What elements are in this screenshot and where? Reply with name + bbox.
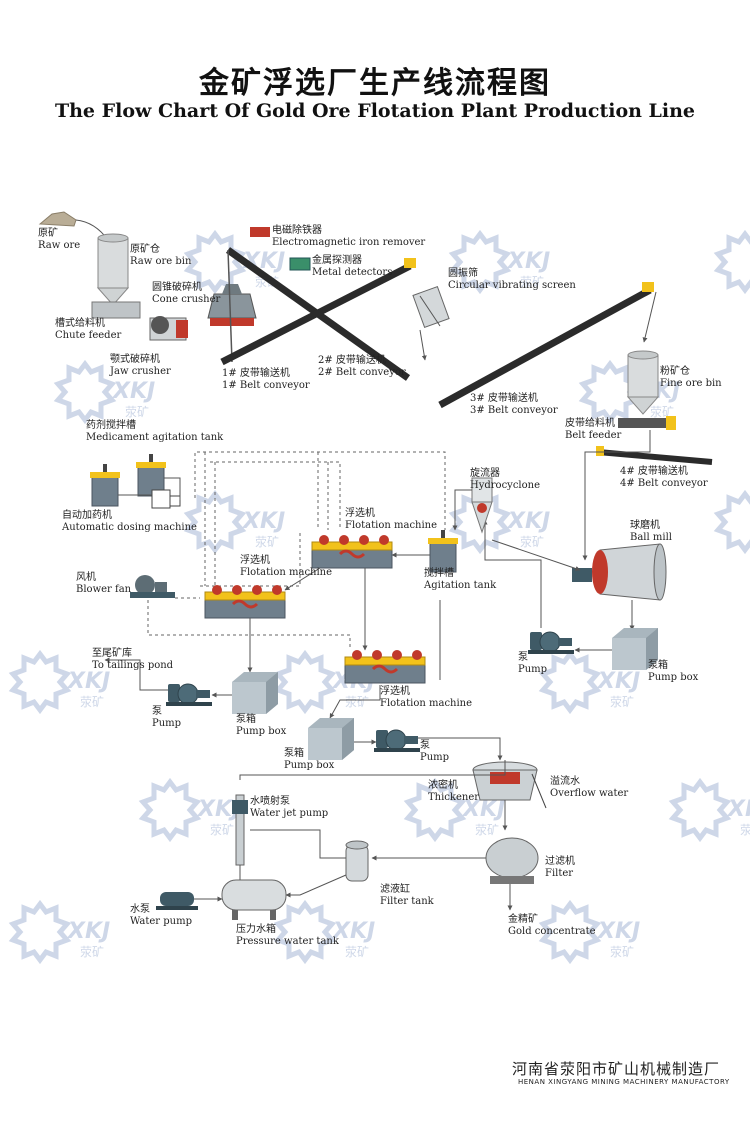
jaw-crusher: [149, 316, 188, 341]
cone-crusher: [207, 284, 257, 326]
page-title-en: The Flow Chart Of Gold Ore Flotation Pla…: [54, 100, 696, 122]
flotation-machine-left: [203, 583, 287, 620]
footer-company-en: HENAN XINGYANG MINING MACHINERY MANUFACT…: [518, 1078, 730, 1086]
pump-right: [527, 631, 575, 655]
footer-company-cn: 河南省荥阳市矿山机械制造厂: [512, 1060, 721, 1078]
reagent-lines: [147, 451, 446, 648]
hydrocyclone: [471, 477, 493, 534]
flotation-machine-bottom: [343, 648, 427, 685]
blower-fan: [130, 575, 175, 598]
automatic-dosing-machine: [151, 489, 181, 509]
iron-remover: [250, 227, 270, 237]
chute-feeder: [91, 301, 141, 319]
fine-ore-bin: [626, 350, 660, 415]
water-jet-pump: [232, 794, 248, 866]
water-pump: [156, 892, 198, 910]
filter: [485, 837, 539, 884]
raw-ore-pile: [38, 211, 77, 227]
belt-feeder: [618, 416, 676, 430]
pump-box-left: [232, 672, 278, 714]
circular-vibrating-screen: [412, 285, 450, 329]
medicament-tank-1: [89, 463, 121, 507]
metal-detector: [289, 257, 311, 271]
belt-conveyor-3: [438, 282, 654, 409]
belt-conveyor-2: [220, 258, 416, 366]
belt-conveyor-4: [596, 446, 713, 465]
pressure-water-tank: [221, 879, 287, 920]
pump-left: [165, 683, 213, 707]
filter-tank: [345, 840, 369, 882]
agitation-tank: [427, 529, 459, 573]
raw-ore-bin: [96, 233, 130, 306]
ball-mill: [572, 543, 667, 601]
pump-mid: [373, 729, 421, 753]
page-title-cn: 金矿浮选厂生产线流程图: [199, 66, 551, 101]
